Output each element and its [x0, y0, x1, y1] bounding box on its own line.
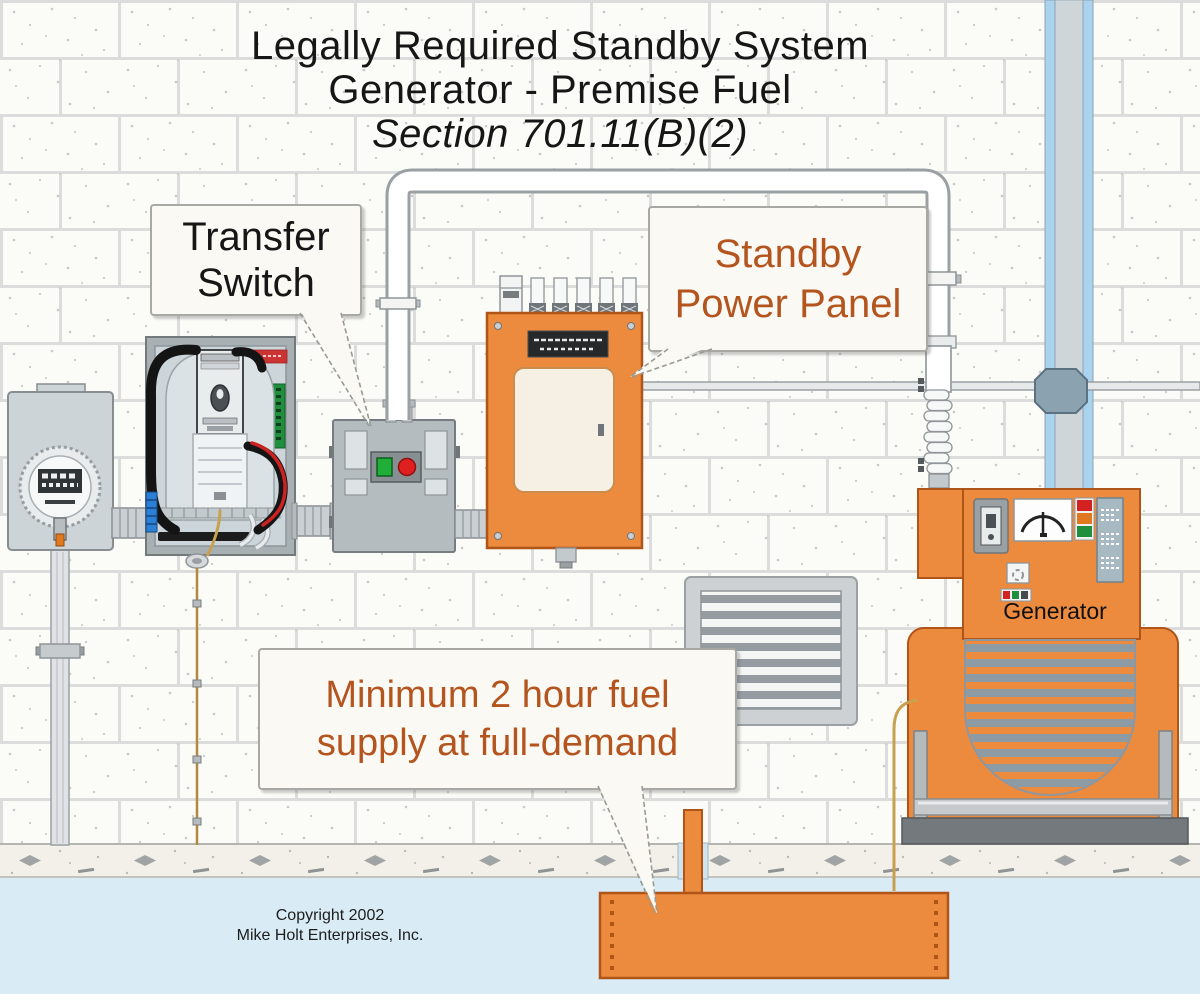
junction-box [1034, 368, 1088, 414]
fuel-line [892, 698, 919, 891]
copyright-line-2: Mike Holt Enterprises, Inc. [236, 927, 424, 944]
callout-standby-line-1: Standby [714, 232, 862, 276]
callout-transfer-switch: Transfer Switch [150, 204, 362, 316]
generator-label-strip [1000, 588, 1032, 602]
generator [901, 488, 1189, 845]
branch-circuit-conduits [499, 275, 638, 315]
panel-nameplate [527, 330, 609, 358]
generator-radiator-dome [964, 639, 1136, 796]
callout-standby-line-2: Power Panel [674, 282, 902, 326]
meter-pedestal [35, 549, 85, 846]
generator-base-skid [901, 817, 1189, 845]
flexible-conduit [918, 335, 957, 489]
title-line-1: Legally Required Standby System [250, 24, 870, 68]
callout-fuel-line-1: Minimum 2 hour fuel [325, 674, 670, 716]
transfer-switch-open-enclosure [145, 336, 296, 557]
red-button [397, 457, 417, 477]
diagram-title: Legally Required Standby System Generato… [0, 24, 1120, 156]
callout-transfer-line-2: Switch [197, 261, 315, 305]
title-section-reference: Section 701.11(B)(2) [371, 112, 749, 156]
copyright-notice: Copyright 2002 Mike Holt Enterprises, In… [175, 906, 485, 946]
underground-fuel-tank [598, 809, 950, 980]
generator-label: Generator [1003, 598, 1107, 624]
callout-fuel-supply: Minimum 2 hour fuel supply at full-deman… [258, 648, 737, 790]
concrete-floor [0, 843, 1200, 878]
standby-power-panel [485, 311, 644, 569]
callout-standby-power-panel: Standby Power Panel [648, 206, 928, 352]
panel-door-latch [598, 424, 604, 436]
callout-fuel-line-2: supply at full-demand [316, 722, 679, 764]
conduit-nipple-right [454, 509, 488, 539]
copyright-line-1: Copyright 2002 [275, 907, 385, 924]
panel-door [513, 367, 615, 493]
conduit-nipple-middle [291, 502, 336, 540]
conduit-nipple-left [111, 507, 149, 539]
callout-transfer-line-1: Transfer [182, 215, 330, 259]
feeder-conduit-run [375, 168, 962, 420]
generator-switch-plate [973, 498, 1009, 554]
generator-indicator-lights [1074, 497, 1095, 541]
title-line-2: Generator - Premise Fuel [328, 68, 792, 112]
blue-terminal-lug [145, 491, 158, 533]
utility-meter [7, 383, 114, 551]
grounding-conductor [185, 553, 209, 845]
generator-control-panel [1096, 497, 1124, 583]
transfer-switch-enclosure [329, 419, 460, 553]
green-button [376, 457, 393, 477]
generator-gauge [1013, 498, 1073, 542]
conduit-strap [375, 297, 421, 310]
